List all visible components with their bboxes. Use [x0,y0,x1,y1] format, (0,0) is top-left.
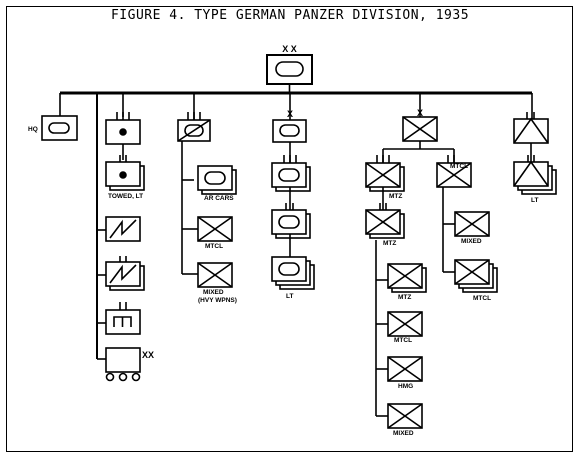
brigade-echelon-mark: X [287,109,293,119]
motorcycle-battalion [182,216,233,242]
signal-unit [97,216,141,242]
hmg-label: HMG [398,383,413,390]
artillery-regiment [105,93,141,145]
lt-label-antitank: LT [531,197,538,204]
figure-title: FIGURE 4. TYPE GERMAN PANZER DIVISION, 1… [110,8,470,23]
rifle-brigade-echelon-mark: X [417,108,423,118]
trains-unit [97,347,141,382]
motorized-battalion [365,203,405,416]
tank-battalion [271,203,311,257]
rifle-brigade [382,93,455,163]
mixed-company [376,403,423,429]
mtz-label-battalion: MTZ [383,240,396,247]
trains-echelon-mark: XX [142,350,154,360]
mtcl-label-recon: MTCL [205,243,223,250]
hq-label: HQ [28,126,38,133]
hmg-company [376,356,423,382]
engineer-unit [97,302,141,335]
mixed-hvy-label: MIXED [203,289,224,296]
motorcycle-battalion-right [436,155,472,272]
motorized-regiment [365,155,405,210]
antitank-company-light [513,160,557,195]
mixed-battalion-right [443,211,490,237]
mixed-label-company: MIXED [393,430,414,437]
signal-battalion [97,256,145,291]
artillery-battalion-towed [105,144,145,191]
mtcl-label-right-company: MTCL [473,295,491,302]
mtz-label-regiment: MTZ [389,193,402,200]
division-echelon-mark: X X [282,44,297,54]
hvy-wpns-label: (HVY WPNS) [198,297,237,304]
ar-cars-label: AR CARS [204,195,234,202]
division-symbol [266,54,313,93]
tank-regiment [271,155,311,210]
antitank-battalion [513,93,549,162]
mtcl-company-right [443,259,498,293]
figure-frame [6,6,573,452]
recon-regiment [177,93,211,274]
armored-car-battalion [182,165,237,195]
light-tank-company [271,256,315,290]
mtz-label-company: MTZ [398,294,411,301]
mtz-company [376,263,427,293]
mtcl-company [376,311,423,337]
lt-label-tank: LT [286,293,293,300]
mtcl-label-right: MTCL [450,163,468,170]
towed-lt-label: TOWED, LT [108,193,143,200]
hq-unit [41,93,78,141]
tank-brigade [272,93,307,163]
mixed-heavy-weapons-battalion [182,262,233,288]
mixed-label-right: MIXED [461,238,482,245]
mtcl-label-company: MTCL [394,337,412,344]
